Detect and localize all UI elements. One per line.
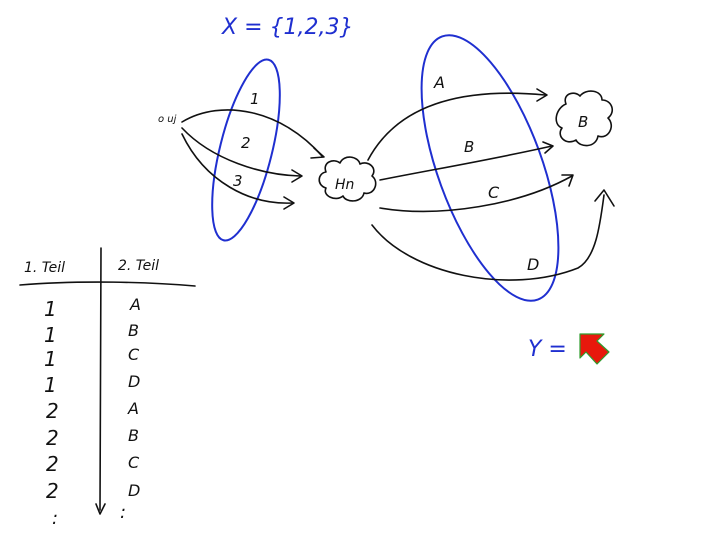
- arrow-to-d-loop: [371, 194, 605, 281]
- y-set-ellipse: [420, 34, 560, 302]
- table-row-2-col2: B: [128, 321, 139, 340]
- arrow-to-c-head: [561, 174, 574, 187]
- arrow-cursor-icon: [579, 333, 610, 365]
- arrow-to-a-head: [536, 88, 548, 102]
- arrow-to-c: [379, 175, 573, 213]
- table-row-3-col2: C: [128, 345, 140, 364]
- arrow-to-a: [367, 92, 546, 161]
- table-continuation-col2: :: [120, 502, 126, 523]
- result-label: B: [578, 113, 588, 131]
- y-element-b: B: [464, 138, 474, 156]
- x-element-2: 2: [241, 134, 251, 152]
- arrow-to-b-head: [542, 141, 554, 154]
- y-label: Y =: [528, 337, 567, 362]
- y-element-d: D: [527, 255, 539, 274]
- arrow-bottom: [181, 133, 293, 204]
- table-row-4-col2: D: [128, 372, 140, 391]
- table-row-5-col2: A: [127, 399, 139, 418]
- y-element-c: C: [488, 183, 500, 202]
- x-set-label: X = {1,2,3}: [221, 15, 353, 40]
- table-header-col2: 2. Teil: [118, 258, 159, 274]
- x-element-3: 3: [233, 172, 243, 190]
- table-row-7-col2: C: [128, 453, 140, 472]
- table-row-4-col1: 1: [44, 373, 57, 397]
- table-row-1-col1: 1: [44, 297, 57, 321]
- table-row-8-col1: 2: [46, 479, 59, 503]
- table-divider-head: [95, 503, 106, 515]
- table-header-col1: 1. Teil: [24, 260, 65, 276]
- table-row-6-col1: 2: [46, 426, 59, 450]
- table-header-line: [19, 281, 196, 287]
- x-set-ellipse: [211, 58, 281, 242]
- arrow-to-d-head: [594, 189, 615, 207]
- table-divider: [99, 247, 102, 511]
- y-element-a: A: [433, 73, 445, 92]
- table-row-8-col2: D: [128, 481, 140, 500]
- table-row-2-col1: 1: [44, 323, 57, 347]
- arrow-bottom-head: [283, 196, 295, 210]
- table-continuation-col1: :: [52, 508, 58, 529]
- x-element-1: 1: [250, 90, 260, 108]
- arrow-middle-head: [291, 169, 303, 183]
- arrow-to-hub-head: [310, 147, 325, 159]
- arrow-to-b: [379, 145, 553, 181]
- table-row-1-col2: A: [129, 295, 141, 314]
- table-row-3-col1: 1: [44, 347, 57, 371]
- table-rows: 1 A 1 B 1 C 1 D 2 A 2 B 2 C 2 D : :: [44, 295, 141, 529]
- table-row-5-col1: 2: [46, 399, 59, 423]
- table-row-7-col1: 2: [46, 452, 59, 476]
- result-cloud: [555, 90, 614, 147]
- arrow-middle: [181, 127, 301, 177]
- small-note-top: o uj: [158, 114, 177, 125]
- hub-cloud: [318, 156, 377, 202]
- hub-label: Hn: [335, 177, 354, 193]
- arrow-to-hub: [181, 109, 323, 157]
- table-row-6-col2: B: [128, 426, 139, 445]
